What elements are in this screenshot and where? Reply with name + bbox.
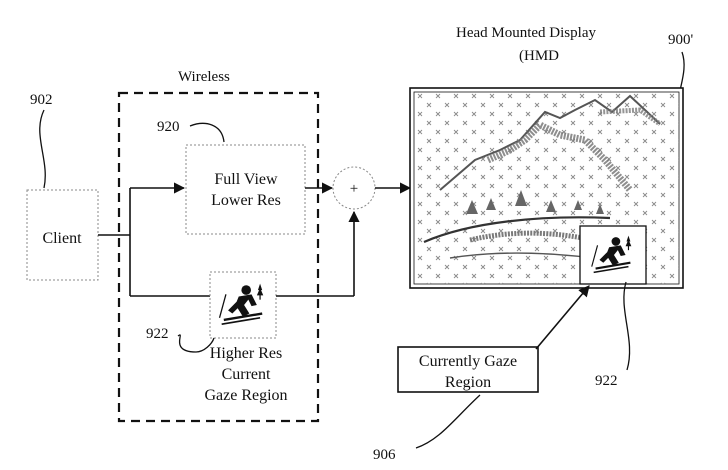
gaze-region-label-line2: Region [445,374,491,391]
ref-902-leader [40,110,45,188]
client-label: Client [42,230,82,247]
hmd-title-line2: (HMD [519,48,559,64]
higher-res-label-line2: Current [222,366,271,383]
wireless-boundary [119,93,318,421]
ref-906-leader [416,395,480,448]
gaze-region-label-line1: Currently Gaze [419,353,517,370]
wireless-label: Wireless [178,69,230,85]
combiner-symbol: + [350,181,358,197]
ref-906-label: 906 [373,447,396,463]
ref-922-right-leader [624,282,630,370]
hmd-title-line1: Head Mounted Display [456,25,596,41]
higher-res-label-line1: Higher Res [210,345,282,362]
full-view-label-line2: Lower Res [211,192,281,209]
ref-920-label: 920 [157,119,180,135]
full-view-box [186,145,305,234]
ref-922-left-leader [178,335,214,352]
ref-920-leader [190,123,224,142]
full-view-label-line1: Full View [214,171,278,188]
ref-902-label: 902 [30,92,53,108]
hmd-display [410,88,683,288]
gaze-region-to-hmd-arrow [536,286,589,349]
ref-900-label: 900' [668,32,694,48]
higher-res-label-line3: Gaze Region [204,387,287,404]
ref-922-right-label: 922 [595,373,618,389]
ref-922-left-label: 922 [146,326,169,342]
